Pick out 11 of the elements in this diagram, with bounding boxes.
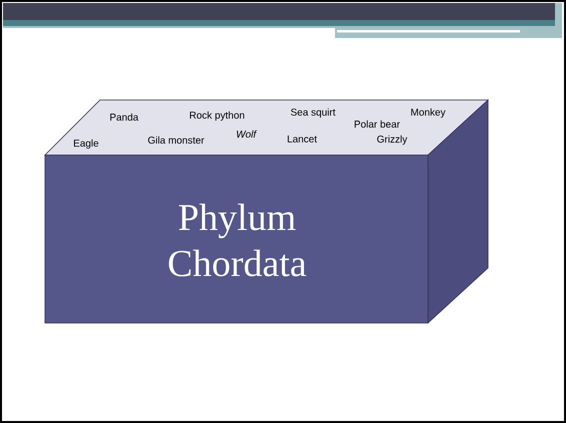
animal-name: Panda [110, 113, 138, 121]
phylum-label: Phylum Chordata [168, 204, 306, 276]
animal-name: Lancet [288, 136, 317, 142]
animal-name: Polar bear [354, 120, 400, 128]
animal-name: Eagle [74, 139, 98, 149]
animal-name: Sea squirt [290, 108, 336, 118]
animal-name: Grizzly [377, 135, 408, 145]
animal-name: Rock python [190, 111, 244, 121]
animal-name: Gila monster [148, 136, 204, 144]
animal-name: Monkey [411, 108, 446, 118]
animal-name: Wolf [236, 130, 257, 138]
